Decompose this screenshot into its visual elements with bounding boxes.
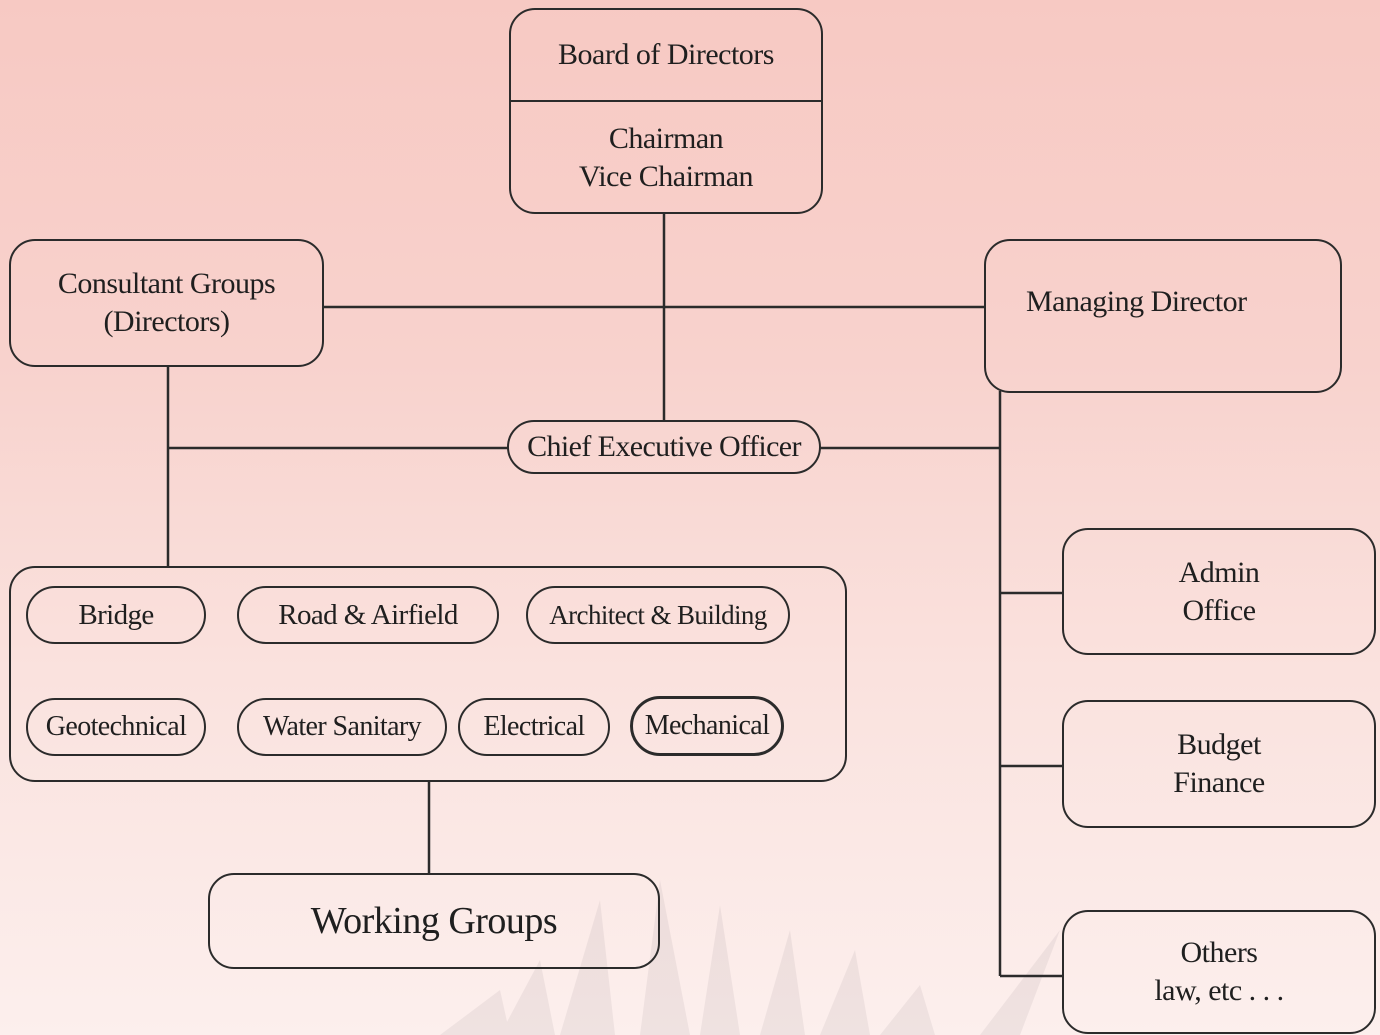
dept-geotechnical: Geotechnical [26,698,206,756]
board-of-directors-box: Board of Directors Chairman Vice Chairma… [509,8,823,214]
board-members: Chairman Vice Chairman [511,102,821,212]
dept-architect-building: Architect & Building [526,586,790,644]
departments-container [9,566,847,782]
dept-water-sanitary: Water Sanitary [237,698,447,756]
dept-electrical: Electrical [458,698,610,756]
consultant-directors-label: (Directors) [103,305,230,338]
ceo-label: Chief Executive Officer [527,430,801,463]
dept-architect-label: Architect & Building [549,599,767,630]
others-box: Others law, etc . . . [1062,910,1376,1034]
law-etc-label: law, etc . . . [1154,974,1284,1007]
dept-bridge-label: Bridge [78,598,154,631]
consultant-groups-label: Consultant Groups [57,267,276,300]
vice-chairman-label: Vice Chairman [578,160,754,193]
budget-label: Budget [1177,728,1261,761]
managing-director-label: Managing Director [1026,285,1247,318]
dept-mechanical-label: Mechanical [644,710,770,741]
dept-mechanical: Mechanical [630,696,784,756]
dept-road-label: Road & Airfield [278,598,458,631]
budget-finance-box: Budget Finance [1062,700,1376,828]
board-title: Board of Directors [511,10,821,102]
finance-label: Finance [1173,766,1265,799]
dept-electrical-label: Electrical [483,711,585,742]
office-label: Office [1182,593,1256,627]
admin-office-box: Admin Office [1062,528,1376,655]
working-groups-box: Working Groups [208,873,660,969]
others-label: Others [1180,936,1258,969]
dept-geotechnical-label: Geotechnical [45,711,187,742]
dept-road-airfield: Road & Airfield [237,586,499,644]
admin-label: Admin [1178,555,1260,589]
consultant-groups-box: Consultant Groups (Directors) [9,239,324,367]
managing-director-box: Managing Director [984,239,1342,393]
ceo-box: Chief Executive Officer [507,420,821,474]
chairman-label: Chairman [608,122,724,155]
dept-bridge: Bridge [26,586,206,644]
working-groups-label: Working Groups [310,900,558,942]
dept-water-label: Water Sanitary [262,711,422,742]
